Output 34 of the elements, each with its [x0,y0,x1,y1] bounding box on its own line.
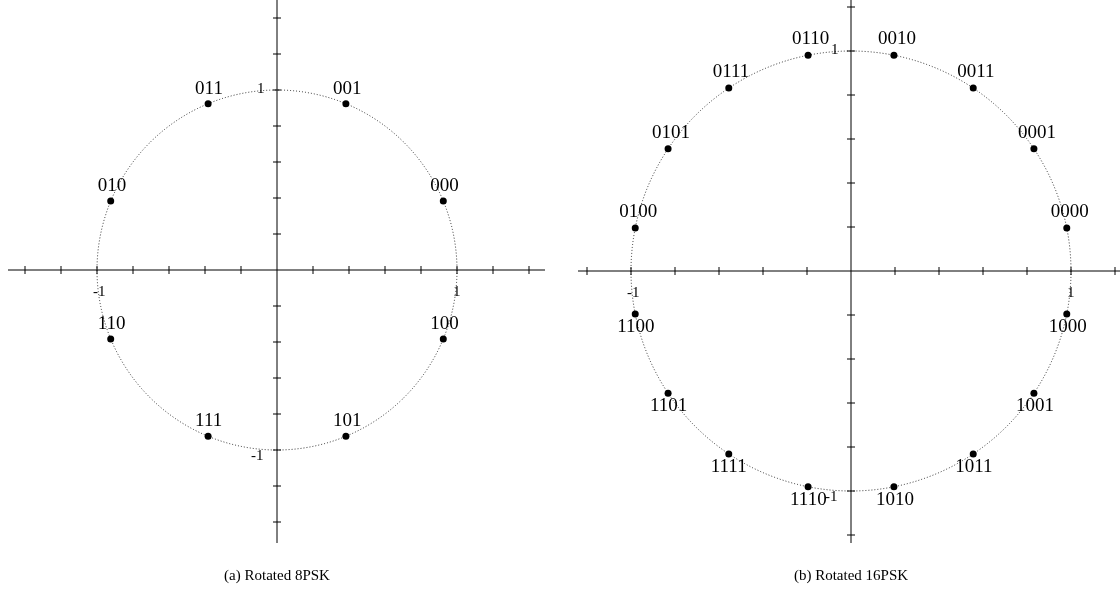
point-label: 0101 [652,121,691,141]
point-label: 1001 [1015,395,1054,415]
point-label: 0100 [619,201,658,221]
point-label: 1110 [790,488,827,508]
point-label: 1100 [617,315,655,335]
point-label: 1111 [710,455,747,475]
point-label: 1011 [955,455,993,475]
tick-label: -1 [825,489,838,504]
point-label: 0111 [712,61,750,81]
caption: (a) Rotated 8PSK [224,568,330,583]
point-label: 011 [195,77,223,97]
point-label: 0000 [1050,201,1089,221]
point-label: 101 [332,410,362,430]
tick-label: 1 [257,81,265,96]
point-label: 100 [430,312,459,332]
tick-label: 1 [453,284,461,299]
point-label: 1000 [1048,315,1087,335]
point-label: 0110 [792,28,830,48]
point-label: 110 [97,312,126,332]
tick-label: -1 [251,448,264,463]
point-label: 0010 [877,28,916,48]
tick-label: 1 [1067,285,1075,300]
caption: (b) Rotated 16PSK [793,568,909,583]
point-label: 010 [97,175,127,195]
point-label: 000 [430,175,459,195]
point-label: 001 [332,77,362,97]
tick-label: 1 [831,42,839,57]
point-label: 111 [195,410,223,430]
tick-label: -1 [93,284,106,299]
point-label: 0011 [957,61,995,81]
point-label: 1010 [875,488,914,508]
point-label: 0001 [1017,121,1056,141]
point-label: 1101 [650,395,688,415]
tick-label: -1 [627,285,640,300]
